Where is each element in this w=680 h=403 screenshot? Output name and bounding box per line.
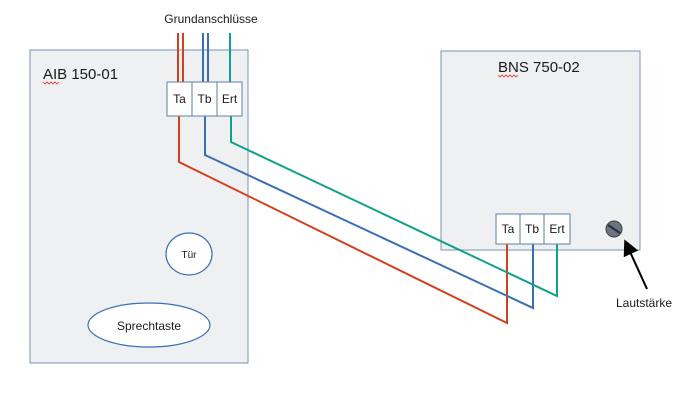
device-label-bns: BNS 750-02 bbox=[498, 59, 580, 76]
door-button-label: Tür bbox=[182, 250, 198, 261]
header-label: Grundanschlüsse bbox=[164, 12, 258, 26]
terminal-bns-tb: Tb bbox=[525, 222, 539, 236]
door-button[interactable] bbox=[165, 232, 213, 276]
terminal-aib-ert: Ert bbox=[222, 92, 238, 106]
terminal-bns-ert: Ert bbox=[549, 222, 565, 236]
terminal-aib-ta: Ta bbox=[173, 92, 186, 106]
device-label-aib: AIB 150-01 bbox=[43, 66, 118, 83]
talk-button-label: Sprechtaste bbox=[117, 319, 181, 333]
volume-label: Lautstärke bbox=[616, 296, 672, 310]
talk-button[interactable] bbox=[87, 302, 211, 348]
wire-ert bbox=[230, 116, 558, 298]
terminal-aib-tb: Tb bbox=[197, 92, 211, 106]
terminal-block-bns: Ta Tb Ert bbox=[495, 213, 571, 245]
volume-knob[interactable] bbox=[605, 220, 623, 238]
terminal-block-aib: Ta Tb Ert bbox=[166, 81, 243, 117]
volume-arrow bbox=[623, 239, 648, 290]
terminal-bns-ta: Ta bbox=[502, 222, 515, 236]
wire-tb bbox=[204, 116, 534, 310]
wire-ta bbox=[178, 116, 508, 325]
